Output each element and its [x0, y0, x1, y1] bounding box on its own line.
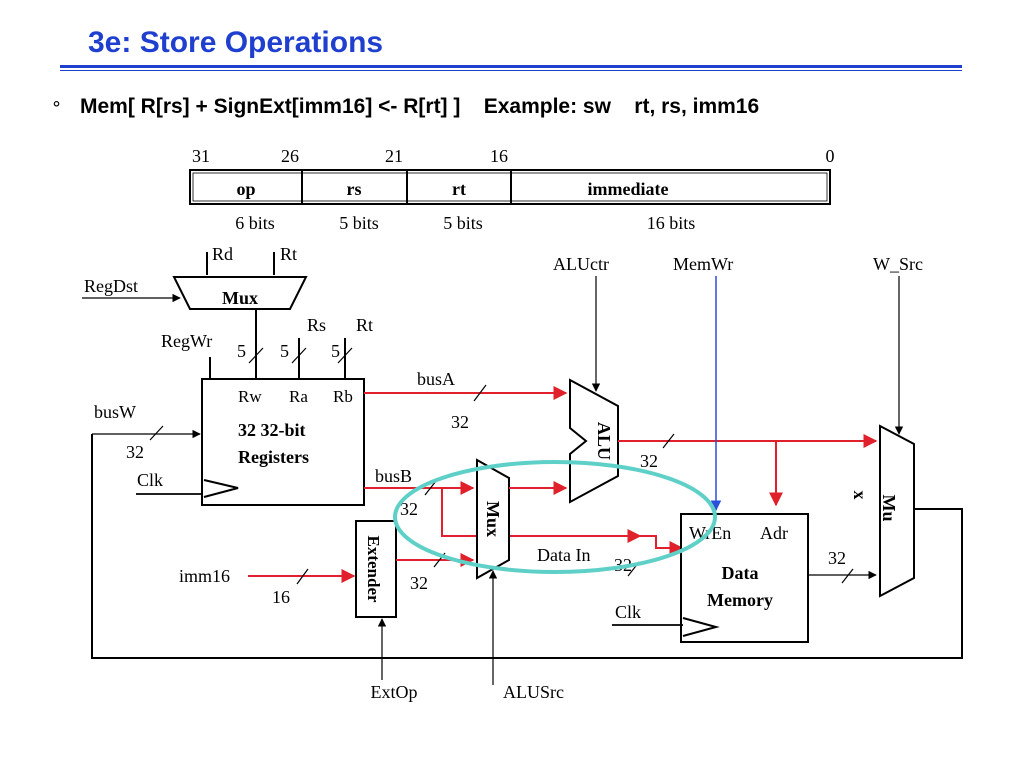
extop-label: ExtOp: [371, 682, 418, 702]
field-immediate: immediate: [588, 179, 669, 199]
rs-input-label: Rs: [307, 315, 326, 335]
extender-width-label: 32: [410, 573, 428, 593]
field-rs-bits: 5 bits: [339, 213, 379, 233]
busb-width-label: 32: [400, 499, 418, 519]
alu-shape: [569, 378, 619, 504]
instruction-format: 31 26 21 16 0 op rs rt immediate 6 bits …: [189, 146, 835, 233]
bullet-symbol: °: [52, 98, 61, 119]
busa-width-label: 32: [451, 412, 469, 432]
data-memory-box: [680, 513, 809, 643]
register-clk-label: Clk: [137, 470, 163, 490]
wsrc-mux-label-2: x: [850, 491, 870, 500]
busa-label: busA: [417, 369, 455, 389]
register-clock-triangle: [203, 479, 239, 498]
bit-number-21: 21: [385, 146, 403, 166]
ra-port-label: Ra: [289, 387, 308, 406]
alusrc-mux: Mux ALUSrc: [476, 458, 568, 702]
field-immediate-bits: 16 bits: [647, 213, 696, 233]
field-rt-bits: 5 bits: [443, 213, 483, 233]
title-rule: [60, 65, 962, 68]
writeback-path: [91, 434, 963, 659]
bit-number-31: 31: [192, 146, 210, 166]
extender-box: [355, 520, 397, 618]
regdst-mux-shape: [172, 276, 308, 310]
register-file: Rs Rt RegWr 5 5 5 Rw Ra Rb 32 32-bit Reg…: [92, 315, 373, 506]
rt-input-label: Rt: [356, 315, 373, 335]
register-file-box: [201, 378, 365, 506]
ra-width-label: 5: [280, 341, 289, 361]
imm16-width-label: 16: [272, 587, 290, 607]
field-rs: rs: [347, 179, 362, 199]
alu-output-width-label: 32: [640, 451, 658, 471]
rb-port-label: Rb: [333, 387, 353, 406]
rw-width-label: 5: [237, 341, 246, 361]
wsrc-mux-shape: [879, 424, 915, 598]
alusrc-label: ALUSrc: [503, 682, 564, 702]
busb-path: busB 32 Data In 32: [364, 466, 684, 577]
field-op-bits: 6 bits: [235, 213, 275, 233]
rw-port-label: Rw: [238, 387, 262, 406]
regdst-mux-input-rt: Rt: [280, 244, 297, 264]
busw-width-label: 32: [126, 442, 144, 462]
busw-label: busW: [94, 402, 136, 422]
regdst-mux-label: Mux: [222, 288, 258, 308]
field-rt: rt: [452, 179, 466, 199]
aluctr-label: ALUctr: [553, 254, 609, 274]
alu-label: ALU: [594, 422, 614, 460]
bit-number-0: 0: [826, 146, 835, 166]
bit-number-26: 26: [281, 146, 299, 166]
data-memory-title-1: Data: [722, 563, 759, 583]
wsrc-label: W_Src: [873, 254, 923, 274]
memory-output-width-label: 32: [828, 548, 846, 568]
data-in-label: Data In: [537, 545, 590, 565]
slide-title: 3e: Store Operations: [88, 26, 384, 59]
field-op: op: [236, 179, 255, 199]
highlight-ellipse: [393, 460, 717, 574]
extender-label: Extender: [364, 535, 383, 603]
memwr-label: MemWr: [673, 254, 733, 274]
bit-number-16: 16: [490, 146, 508, 166]
alu: ALU ALUctr 32: [553, 254, 878, 507]
rb-width-label: 5: [331, 341, 340, 361]
memory-clock-triangle: [682, 617, 720, 637]
alusrc-mux-label: Mux: [483, 501, 503, 537]
adr-label: Adr: [760, 523, 788, 543]
regdst-mux-input-rd: Rd: [212, 244, 233, 264]
regwr-label: RegWr: [161, 331, 212, 351]
title-rule-thin: [60, 70, 962, 71]
bullet-text: Mem[ R[rs] + SignExt[imm16] <- R[rt] ] E…: [80, 95, 760, 118]
imm16-label: imm16: [179, 566, 230, 586]
wsrc-mux: Mu x W_Src: [91, 254, 963, 659]
extender-block: imm16 16 Extender ExtOp 32: [179, 520, 475, 702]
register-file-title-2: Registers: [238, 447, 309, 467]
alusrc-mux-shape: [476, 458, 510, 580]
memory-clk-label: Clk: [615, 602, 641, 622]
busa-path: busA 32: [364, 369, 568, 432]
regdst-mux: Rd Rt Mux RegDst: [82, 244, 308, 379]
register-file-title-1: 32 32-bit: [238, 420, 306, 440]
data-memory-title-2: Memory: [707, 590, 773, 610]
regdst-label: RegDst: [84, 276, 138, 296]
wsrc-mux-label-1: Mu: [879, 495, 899, 522]
data-memory: MemWr WrEn Adr Data Memory Clk 32: [612, 254, 877, 643]
busb-label: busB: [375, 466, 412, 486]
